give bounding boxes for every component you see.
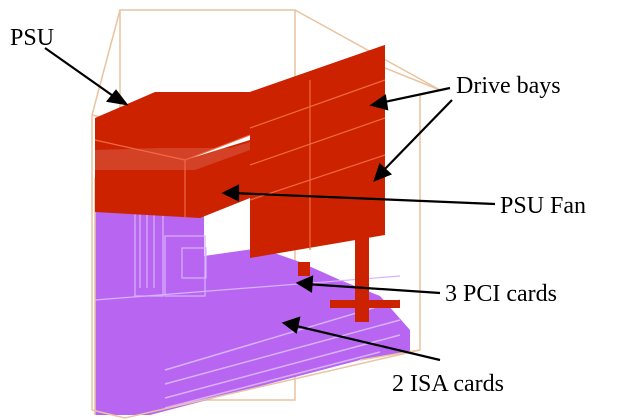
psu-fan-label: PSU Fan bbox=[500, 193, 587, 219]
psu-arrow bbox=[44, 47, 117, 99]
drive-bays bbox=[249, 45, 386, 258]
pci-cards bbox=[298, 232, 400, 322]
psu-unit bbox=[94, 92, 251, 218]
callout-arrows bbox=[44, 47, 496, 362]
psu-label: PSU bbox=[10, 25, 55, 51]
isa-cards-label: 2 ISA cards bbox=[392, 371, 504, 397]
drive-bays-arrow-lower bbox=[381, 99, 453, 173]
isa-cards-arrow bbox=[291, 323, 441, 362]
pci-cards-label: 3 PCI cards bbox=[445, 281, 557, 307]
drive-bays-arrow-upper bbox=[379, 86, 451, 105]
drive-bays-label: Drive bays bbox=[456, 73, 561, 99]
pci-cards-arrow bbox=[305, 282, 441, 295]
psu-fan-arrow bbox=[231, 191, 496, 206]
